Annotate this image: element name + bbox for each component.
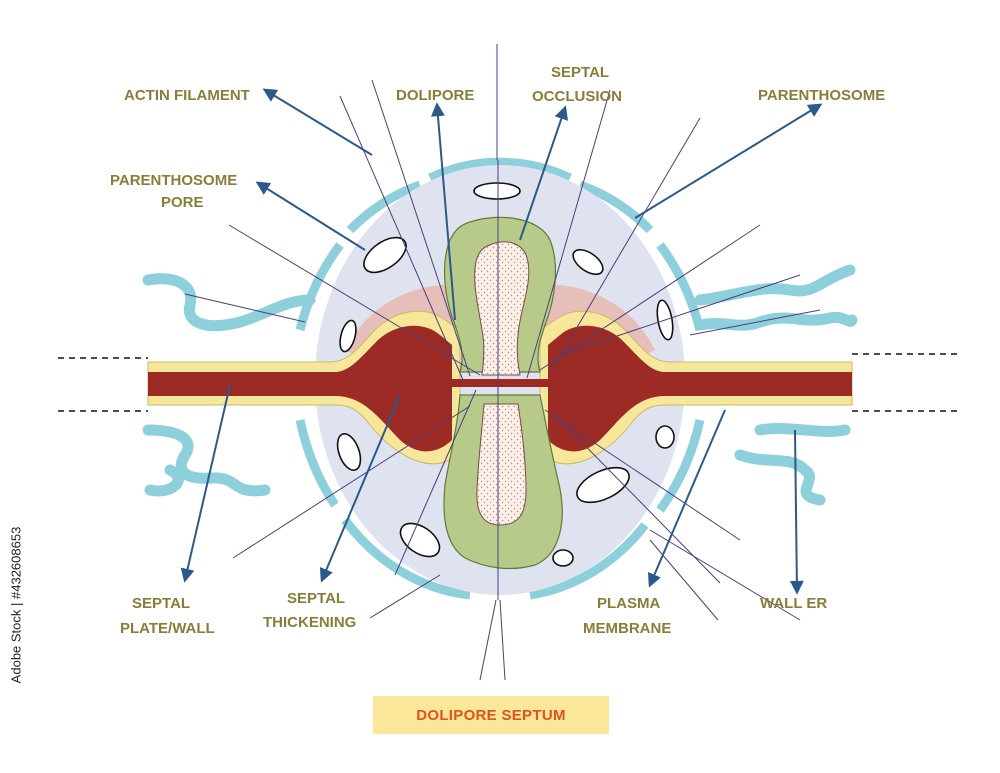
label-wall-er: WALL ER bbox=[760, 595, 827, 612]
label-plasma-membrane-line2: MEMBRANE bbox=[583, 620, 671, 637]
label-septal-plate-line2: PLATE/WALL bbox=[120, 620, 215, 637]
wall-er-right bbox=[694, 264, 858, 506]
vesicles bbox=[336, 182, 675, 567]
labels: ACTIN FILAMENT DOLIPORE SEPTAL OCCLUSION… bbox=[110, 64, 885, 637]
label-septal-thickening-line1: SEPTAL bbox=[287, 590, 345, 607]
label-septal-thickening-line2: THICKENING bbox=[263, 614, 356, 631]
label-parenthosome-pore-line1: PARENTHOSOME bbox=[110, 172, 237, 189]
dashed-lines bbox=[58, 353, 962, 412]
pointer-lines bbox=[184, 44, 821, 681]
label-arrows bbox=[180, 88, 823, 595]
label-plasma-membrane-line1: PLASMA bbox=[597, 595, 661, 612]
label-actin-filament: ACTIN FILAMENT bbox=[124, 87, 250, 104]
stock-credit-text: Adobe Stock | #432608653 bbox=[8, 526, 24, 684]
label-parenthosome-pore-line2: PORE bbox=[161, 194, 204, 211]
label-septal-occlusion-line2: OCCLUSION bbox=[532, 88, 622, 105]
septal-plate bbox=[147, 310, 853, 465]
pore-plug bbox=[448, 379, 552, 387]
label-septal-occlusion-line1: SEPTAL bbox=[551, 64, 609, 81]
stock-credit: Adobe Stock | #432608653 bbox=[2, 527, 30, 684]
diagram-title-box: DOLIPORE SEPTUM bbox=[373, 696, 609, 734]
diagram-title: DOLIPORE SEPTUM bbox=[416, 706, 566, 724]
label-septal-plate-line1: SEPTAL bbox=[132, 595, 190, 612]
label-parenthosome: PARENTHOSOME bbox=[758, 87, 885, 104]
septal-occlusion bbox=[474, 241, 530, 526]
wall-er-left bbox=[142, 273, 316, 497]
label-dolipore: DOLIPORE bbox=[396, 87, 474, 104]
outer-membrane-ring bbox=[295, 157, 705, 600]
